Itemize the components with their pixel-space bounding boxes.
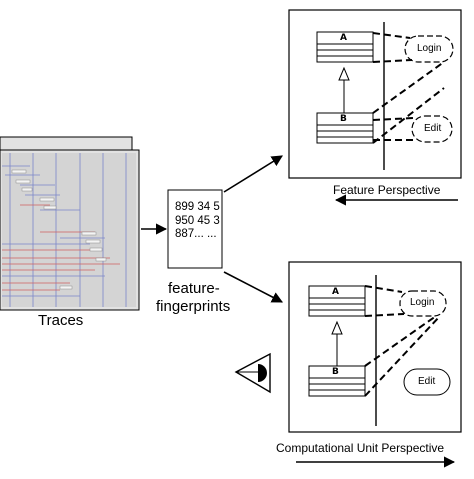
fingerprint-box [167, 189, 223, 269]
traces-label: Traces [38, 312, 84, 329]
fingerprint-line-3: 887... ... [175, 228, 217, 240]
computational-login-shape [399, 290, 447, 317]
eye-icon [234, 352, 271, 394]
computational-perspective-panel [288, 261, 462, 468]
trace-returns [2, 165, 105, 297]
feature-perspective-caption: Feature Perspective [333, 183, 441, 197]
fingerprint-line-1: 899 34 5 [175, 201, 220, 213]
fingerprint-label-line1: feature- [168, 280, 220, 297]
feature-perspective-panel [288, 9, 462, 206]
feature-class-b-label: B [340, 114, 347, 124]
feature-login-label: Login [417, 43, 442, 54]
computational-edit-label: Edit [418, 376, 436, 387]
feature-login-shape [404, 35, 454, 63]
computational-class-b-label: B [332, 367, 339, 377]
fingerprint-to-feature-arrow [223, 155, 283, 193]
feature-class-a [316, 31, 374, 63]
computational-class-b [308, 365, 366, 397]
fingerprint-label-line2: fingerprints [156, 298, 231, 315]
feature-class-b [316, 112, 374, 144]
computational-class-a [308, 285, 366, 317]
trace-calls [2, 204, 120, 291]
computational-login-label: Login [410, 297, 435, 308]
feature-mappings [372, 32, 445, 144]
computational-perspective-caption: Computational Unit Perspective [276, 441, 445, 455]
trace-activations [11, 169, 107, 290]
traces-panel [0, 136, 140, 311]
fingerprint-line-2: 950 45 3 [175, 215, 220, 227]
computational-edit-shape [403, 368, 451, 396]
computational-inheritance-triangle [331, 320, 343, 335]
trace-lifelines [9, 153, 127, 307]
trace-area [2, 153, 136, 307]
computational-class-a-label: A [332, 287, 339, 297]
feature-edit-label: Edit [424, 123, 442, 134]
computational-mappings [364, 285, 441, 397]
feature-edit-shape [411, 115, 453, 143]
feature-inheritance-triangle [338, 66, 350, 81]
feature-class-a-label: A [340, 33, 347, 43]
fingerprint-to-computational-arrow [223, 271, 283, 303]
